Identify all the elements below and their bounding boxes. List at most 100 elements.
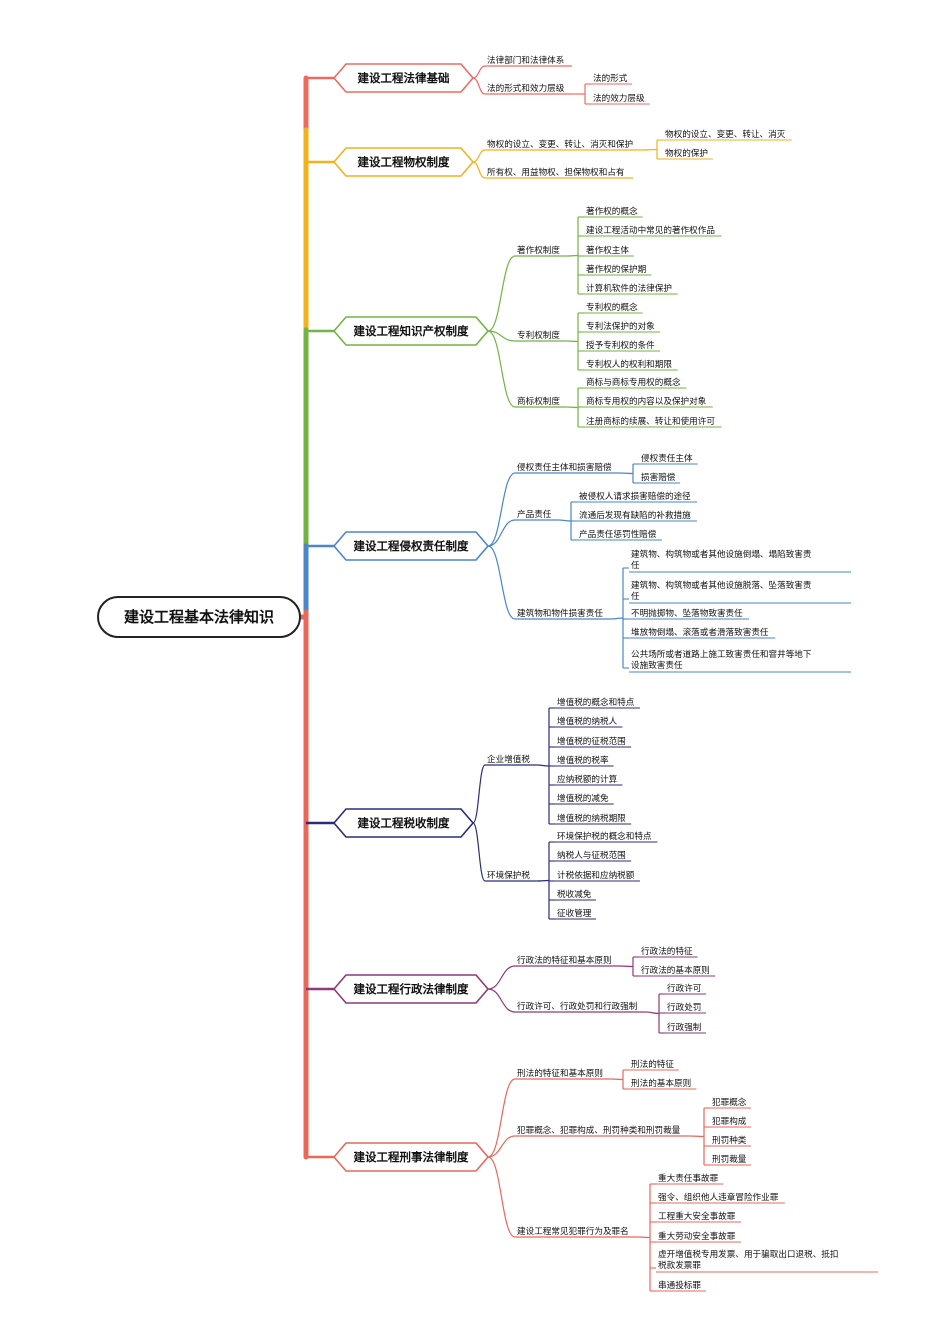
leaf-topic-label: 重大劳动安全事故罪 xyxy=(658,1230,736,1242)
leaf-topic[interactable]: 法的形式 xyxy=(591,72,633,85)
leaf-topic-label: 串通投标罪 xyxy=(658,1279,701,1291)
leaf-topic[interactable]: 物权的保护 xyxy=(663,147,713,160)
leaf-topic[interactable]: 增值税的概念和特点 xyxy=(555,696,640,709)
leaf-topic[interactable]: 注册商标的续展、转让和使用许可 xyxy=(584,415,722,428)
leaf-topic[interactable]: 行政许可 xyxy=(665,982,707,995)
leaf-topic[interactable]: 强令、组织他人违章冒险作业罪 xyxy=(656,1191,785,1204)
leaf-topic[interactable]: 商标与商标专用权的概念 xyxy=(584,376,687,389)
leaf-topic[interactable]: 不明抛掷物、坠落物致害责任 xyxy=(629,607,750,620)
leaf-topic[interactable]: 物权的设立、变更、转让、消灭 xyxy=(663,128,792,141)
sub-topic[interactable]: 犯罪概念、犯罪构成、刑罚种类和刑罚裁量 xyxy=(515,1124,690,1137)
leaf-topic[interactable]: 增值税的税率 xyxy=(555,754,614,767)
sub-topic[interactable]: 产品责任 xyxy=(515,508,559,521)
sub-topic-label: 商标权制度 xyxy=(517,395,560,407)
leaf-bracket-connector xyxy=(566,406,579,409)
sub-topic-label: 物权的设立、变更、转让、消灭和保护 xyxy=(487,138,633,150)
leaf-topic[interactable]: 刑法的基本原则 xyxy=(629,1077,697,1090)
leaf-topic[interactable]: 重大劳动安全事故罪 xyxy=(656,1230,741,1243)
leaf-topic[interactable]: 计税依据和应纳税额 xyxy=(555,869,640,882)
leaf-topic[interactable]: 行政法的基本原则 xyxy=(639,964,716,977)
sub-topic[interactable]: 行政法的特征和基本原则 xyxy=(515,954,620,967)
leaf-topic-label: 计算机软件的法律保护 xyxy=(586,282,672,294)
leaf-topic-label: 著作权的概念 xyxy=(586,205,638,217)
leaf-topic-label: 增值税的减免 xyxy=(557,792,609,804)
sub-topic[interactable]: 环境保护税 xyxy=(485,869,537,882)
root-node[interactable]: 建设工程基本法律知识 xyxy=(97,596,301,638)
sub-topic[interactable]: 建设工程常见犯罪行为及罪名 xyxy=(515,1225,638,1238)
sub-topic-label: 所有权、用益物权、担保物权和占有 xyxy=(487,166,625,178)
leaf-topic[interactable]: 纳税人与征税范围 xyxy=(555,849,632,862)
leaf-topic[interactable]: 流通后发现有缺陷的补救措施 xyxy=(577,509,698,522)
leaf-topic[interactable]: 税收减免 xyxy=(555,888,597,901)
leaf-topic[interactable]: 工程重大安全事故罪 xyxy=(656,1210,741,1223)
leaf-topic[interactable]: 刑罚裁量 xyxy=(710,1153,752,1166)
leaf-topic[interactable]: 著作权主体 xyxy=(584,244,634,257)
leaf-bracket-connector xyxy=(536,764,550,767)
branch-node[interactable]: 建设工程行政法律制度 xyxy=(332,974,490,1004)
leaf-topic[interactable]: 建筑物、构筑物或者其他设施倒塌、塌陷致害责任 xyxy=(629,548,851,573)
sub-connector xyxy=(487,330,516,408)
leaf-topic-label: 侵权责任主体 xyxy=(641,452,693,464)
leaf-topic[interactable]: 行政法的特征 xyxy=(639,945,698,958)
sub-topic[interactable]: 行政许可、行政处罚和行政强制 xyxy=(515,1000,646,1013)
leaf-topic[interactable]: 计算机软件的法律保护 xyxy=(584,282,678,295)
leaf-topic-label: 法的效力层级 xyxy=(593,92,645,104)
leaf-topic[interactable]: 虚开增值税专用发票、用于骗取出口退税、抵扣税款发票罪 xyxy=(656,1248,878,1273)
sub-topic[interactable]: 建筑物和物件损害责任 xyxy=(515,607,611,620)
leaf-topic[interactable]: 行政处罚 xyxy=(665,1001,707,1014)
leaf-topic[interactable]: 应纳税额的计算 xyxy=(555,773,623,786)
sub-topic[interactable]: 刑法的特征和基本原则 xyxy=(515,1067,611,1080)
leaf-topic[interactable]: 增值税的纳税人 xyxy=(555,715,623,728)
leaf-topic[interactable]: 商标专用权的内容以及保护对象 xyxy=(584,395,713,408)
leaf-topic[interactable]: 建设工程活动中常见的著作权作品 xyxy=(584,224,722,237)
leaf-topic[interactable]: 建筑物、构筑物或者其他设施脱落、坠落致害责任 xyxy=(629,579,851,604)
leaf-topic[interactable]: 公共场所或者道路上施工致害责任和窨井等地下设施致害责任 xyxy=(629,648,851,673)
leaf-bracket-connector xyxy=(637,1236,651,1239)
leaf-topic[interactable]: 授予专利权的条件 xyxy=(584,339,661,352)
leaf-topic[interactable]: 侵权责任主体 xyxy=(639,452,698,465)
leaf-topic[interactable]: 著作权的概念 xyxy=(584,205,643,218)
leaf-topic-label: 纳税人与征税范围 xyxy=(557,849,626,861)
sub-topic[interactable]: 商标权制度 xyxy=(515,395,567,408)
branch-node[interactable]: 建设工程税收制度 xyxy=(332,808,475,838)
leaf-topic[interactable]: 串通投标罪 xyxy=(656,1279,706,1292)
branch-node[interactable]: 建设工程侵权责任制度 xyxy=(332,531,490,561)
branch-node[interactable]: 建设工程刑事法律制度 xyxy=(332,1142,490,1172)
sub-topic[interactable]: 物权的设立、变更、转让、消灭和保护 xyxy=(485,138,643,151)
leaf-topic[interactable]: 著作权的保护期 xyxy=(584,263,652,276)
sub-topic[interactable]: 法的形式和效力层级 xyxy=(485,82,572,95)
leaf-topic[interactable]: 增值税的减免 xyxy=(555,792,614,805)
leaf-topic[interactable]: 犯罪概念 xyxy=(710,1096,752,1109)
leaf-topic-label: 刑罚种类 xyxy=(712,1134,747,1146)
leaf-topic[interactable]: 法的效力层级 xyxy=(591,92,650,105)
root-node-box xyxy=(97,596,301,638)
leaf-topic[interactable]: 专利权人的权利和期限 xyxy=(584,358,678,371)
connector-lines xyxy=(305,65,710,1292)
leaf-topic[interactable]: 堆放物倒塌、滚落或者滑落致害责任 xyxy=(629,626,776,639)
sub-topic[interactable]: 所有权、用益物权、担保物权和占有 xyxy=(485,166,634,179)
branch-node[interactable]: 建设工程知识产权制度 xyxy=(332,316,490,346)
sub-topic[interactable]: 专利权制度 xyxy=(515,329,567,342)
sub-topic[interactable]: 企业增值税 xyxy=(485,753,537,766)
leaf-topic[interactable]: 专利权的概念 xyxy=(584,301,643,314)
leaf-topic[interactable]: 行政强制 xyxy=(665,1021,707,1034)
leaf-topic[interactable]: 增值税的纳税期限 xyxy=(555,812,632,825)
leaf-topic[interactable]: 犯罪构成 xyxy=(710,1115,752,1128)
leaf-topic[interactable]: 被侵权人请求损害赔偿的途径 xyxy=(577,490,698,503)
sub-topic[interactable]: 著作权制度 xyxy=(515,244,567,257)
branch-node[interactable]: 建设工程物权制度 xyxy=(332,147,475,177)
sub-connector xyxy=(472,764,486,824)
leaf-topic[interactable]: 环境保护税的概念和特点 xyxy=(555,830,658,843)
leaf-topic[interactable]: 征收管理 xyxy=(555,907,597,920)
leaf-topic[interactable]: 刑法的特征 xyxy=(629,1058,679,1071)
branch-node-box xyxy=(332,808,475,838)
leaf-topic[interactable]: 刑罚种类 xyxy=(710,1134,752,1147)
leaf-topic[interactable]: 重大责任事故罪 xyxy=(656,1172,724,1185)
leaf-topic[interactable]: 损害赔偿 xyxy=(639,471,681,484)
sub-topic[interactable]: 侵权责任主体和损害赔偿 xyxy=(515,461,620,474)
branch-node[interactable]: 建设工程法律基础 xyxy=(332,63,475,93)
leaf-topic[interactable]: 增值税的征税范围 xyxy=(555,735,632,748)
sub-topic[interactable]: 法律部门和法律体系 xyxy=(485,54,572,67)
leaf-topic[interactable]: 产品责任惩罚性赔偿 xyxy=(577,528,662,541)
leaf-topic[interactable]: 专利法保护的对象 xyxy=(584,320,661,333)
